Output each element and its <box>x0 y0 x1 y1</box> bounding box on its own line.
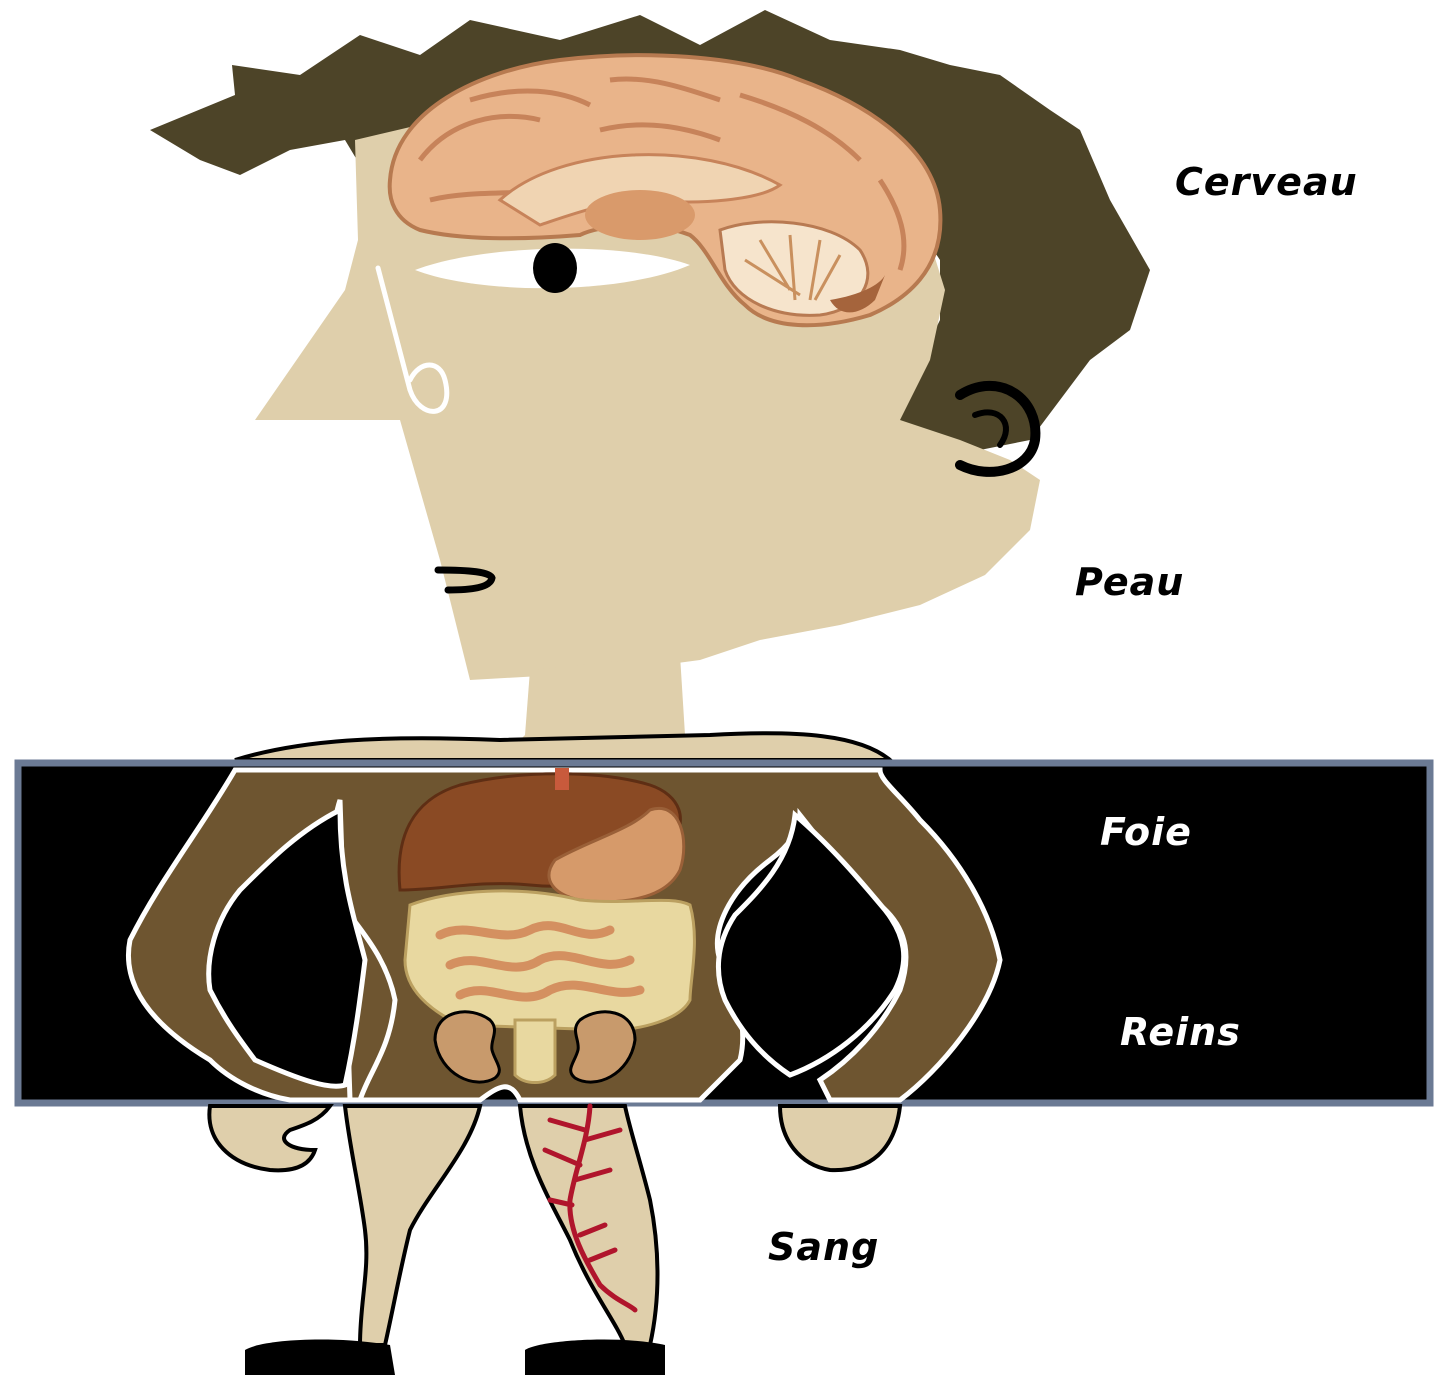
right-shoe <box>525 1340 665 1375</box>
label-foie: Foie <box>1100 810 1192 854</box>
label-reins: Reins <box>1120 1010 1241 1054</box>
right-hand <box>780 1106 900 1170</box>
shoulders <box>235 733 890 760</box>
label-sang: Sang <box>768 1225 879 1269</box>
label-peau: Peau <box>1075 560 1184 604</box>
eye-pupil <box>533 243 577 293</box>
left-hand <box>209 1106 330 1170</box>
left-shoe <box>245 1340 395 1375</box>
left-leg <box>345 1106 480 1345</box>
label-cerveau: Cerveau <box>1175 160 1358 204</box>
